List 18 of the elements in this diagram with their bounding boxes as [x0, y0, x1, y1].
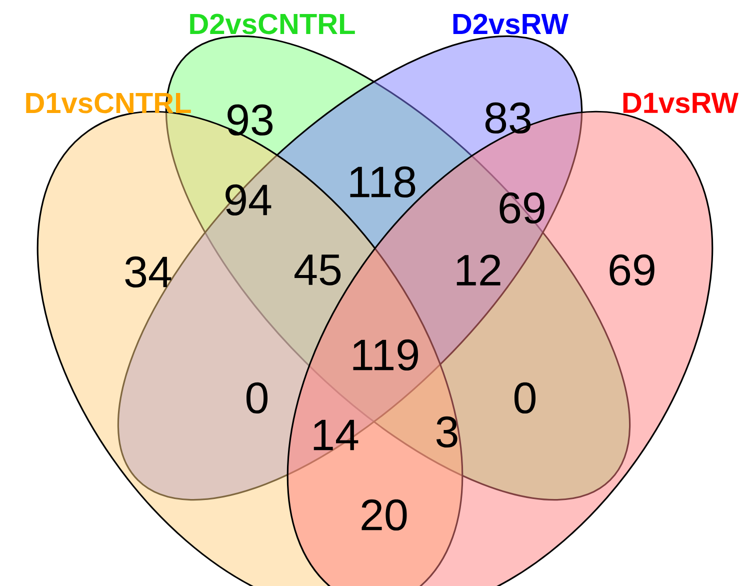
region-count: 119: [353, 339, 418, 371]
region-count: 0: [246, 382, 268, 414]
region-count: 20: [362, 499, 407, 531]
region-count: 83: [485, 102, 531, 134]
region-count: 93: [228, 104, 273, 136]
set-label: D1vsRW: [623, 92, 738, 114]
set-label: D2vsCNTRL: [190, 14, 355, 34]
region-count: 45: [294, 254, 341, 286]
set-label: D2vsRW: [453, 14, 568, 34]
region-count: 34: [125, 256, 172, 288]
region-count: 12: [456, 254, 500, 286]
region-count: 14: [314, 420, 358, 450]
region-count: 118: [350, 166, 416, 198]
region-count: 3: [436, 416, 458, 448]
region-count: 0: [514, 382, 536, 414]
region-count: 69: [610, 254, 654, 286]
region-count: 94: [226, 184, 272, 216]
region-count: 69: [500, 192, 544, 224]
